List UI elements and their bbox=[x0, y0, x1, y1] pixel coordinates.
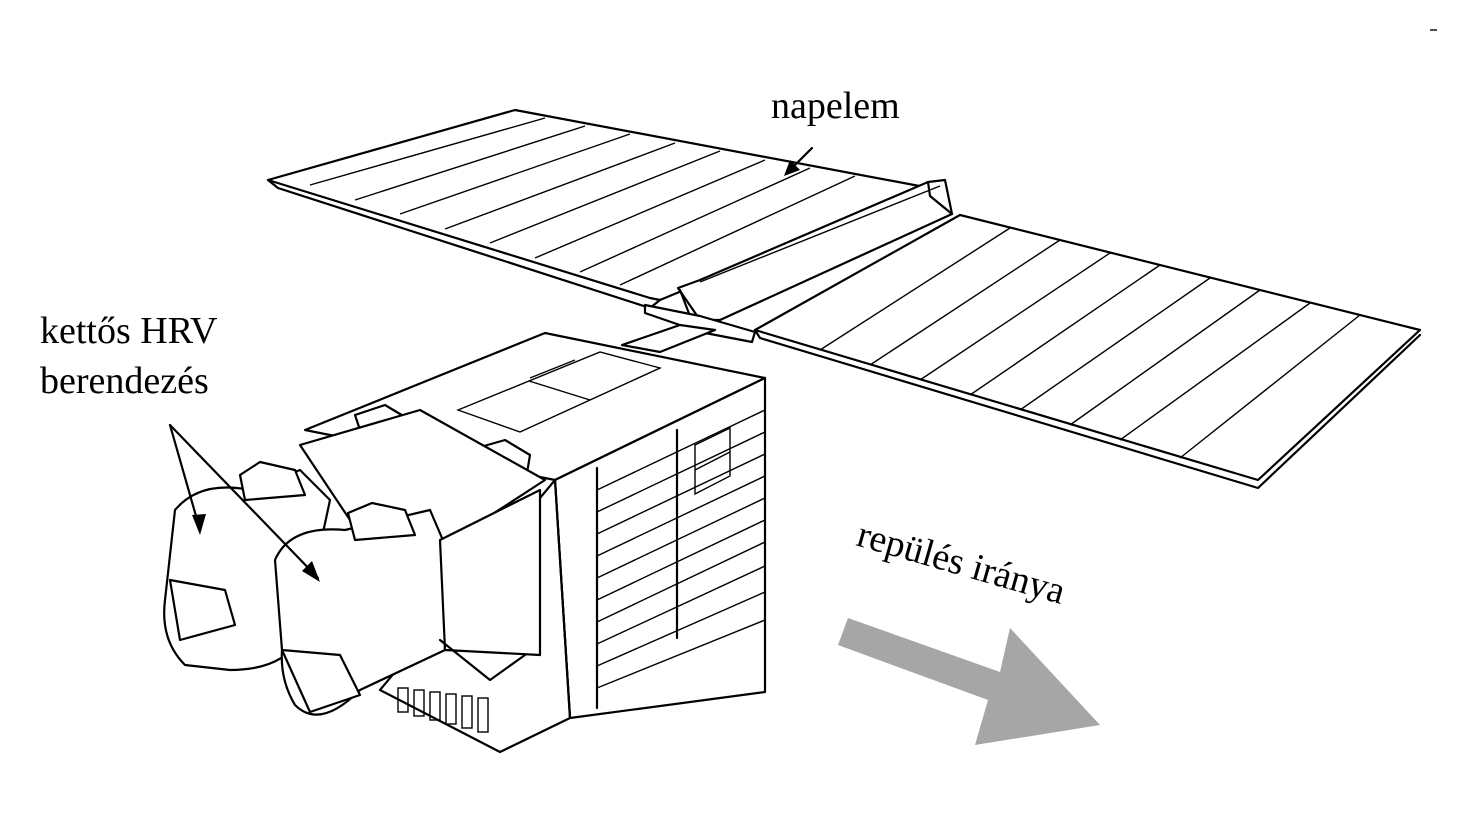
front-vents bbox=[397, 687, 489, 733]
hrv-label-line1: kettős HRV bbox=[40, 310, 218, 352]
arrowhead-icon bbox=[784, 160, 800, 176]
solar-panel bbox=[266, 108, 1422, 490]
left-wing-cell-lines bbox=[309, 117, 856, 286]
hrv-label-line2: berendezés bbox=[40, 360, 209, 402]
arrowhead-icon bbox=[302, 561, 320, 582]
flight-direction-arrow bbox=[838, 618, 1100, 745]
solar-panel-pointer bbox=[784, 146, 814, 176]
flight-direction-label: repülés iránya bbox=[853, 513, 1071, 612]
solar-panel-label: napelem bbox=[771, 85, 900, 127]
hrv-pointer-arrows bbox=[168, 423, 320, 582]
arrowhead-icon bbox=[192, 514, 206, 535]
hrv-instrument-right bbox=[273, 408, 547, 716]
right-wing-cell-lines bbox=[819, 227, 1361, 459]
body-side-slats bbox=[596, 409, 766, 689]
